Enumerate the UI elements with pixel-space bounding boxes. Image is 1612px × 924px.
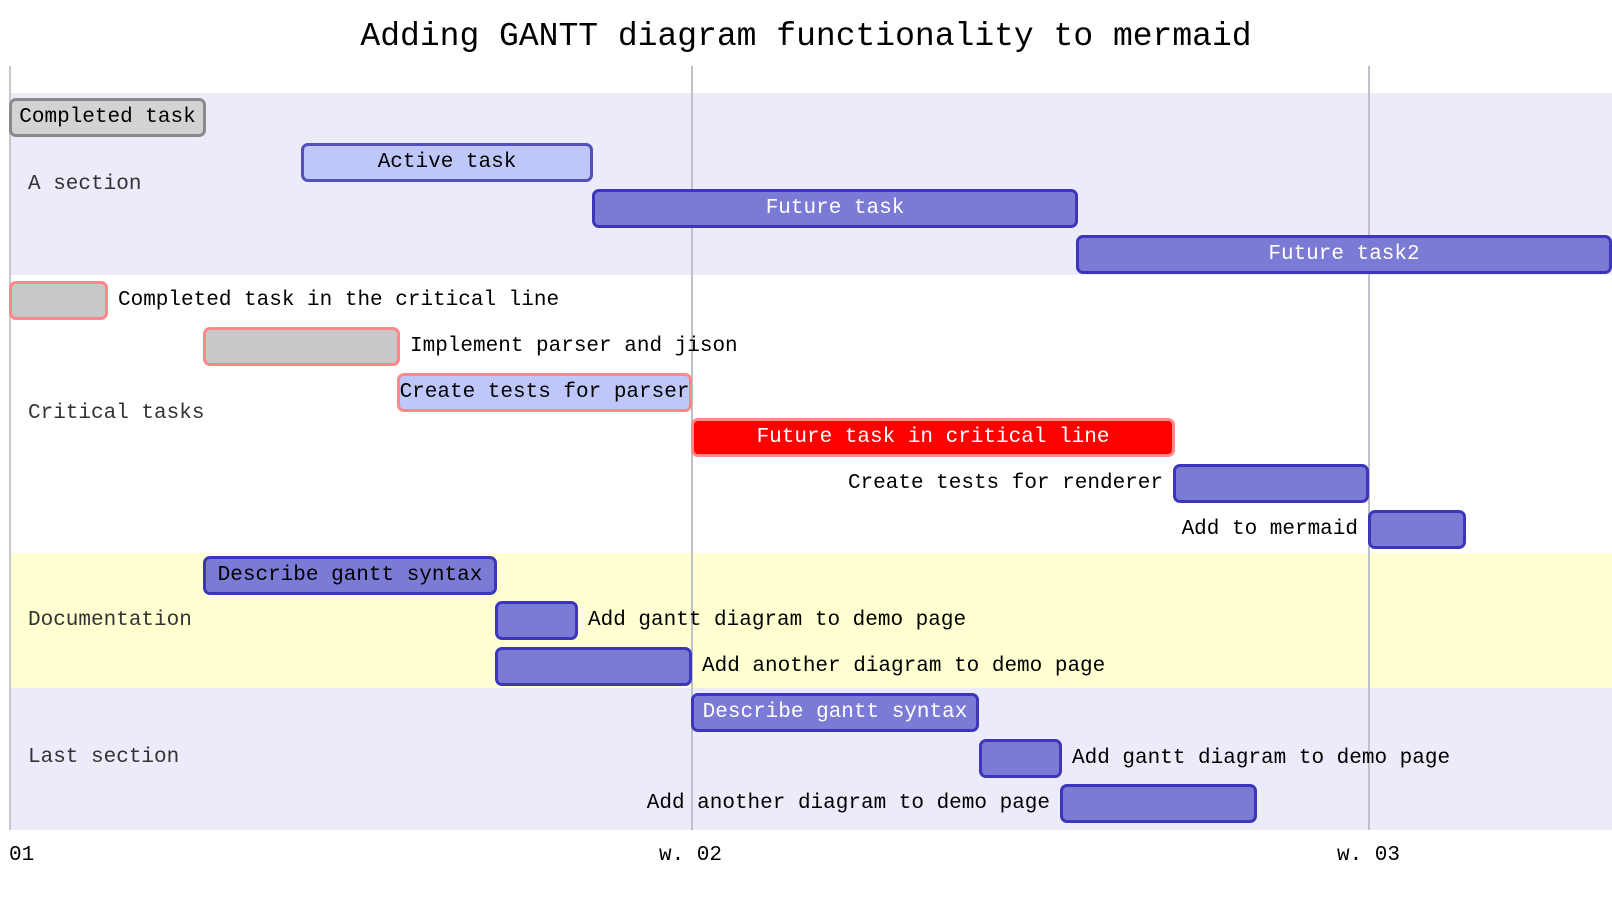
grid-line-0: [9, 66, 11, 830]
section-title-documentation: Documentation: [28, 609, 192, 632]
task-label: Describe gantt syntax: [217, 564, 483, 587]
task-bar-completed-task[interactable]: Completed task: [9, 98, 206, 137]
task-label-completed-task-in-the-critical-line: Completed task in the critical line: [118, 289, 560, 312]
task-bar-create-tests-for-renderer[interactable]: [1173, 464, 1369, 503]
task-label: Future task2: [1268, 243, 1420, 266]
task-label-create-tests-for-renderer: Create tests for renderer: [847, 472, 1163, 495]
task-label: Create tests for parser: [399, 381, 690, 404]
page-title: Adding GANTT diagram functionality to me…: [360, 18, 1252, 55]
task-bar-add-gantt-diagram-to-demo-page[interactable]: [495, 601, 578, 640]
task-label: Completed task: [19, 106, 196, 129]
grid-line-2: [1368, 66, 1370, 830]
task-label-add-another-diagram-to-demo-page: Add another diagram to demo page: [702, 655, 1106, 678]
task-bar-future-task2[interactable]: Future task2: [1076, 235, 1612, 274]
task-bar-active-task[interactable]: Active task: [301, 143, 593, 182]
section-title-critical-tasks: Critical tasks: [28, 402, 205, 425]
axis-tick-w-02: w. 02: [659, 844, 723, 867]
task-label-add-gantt-diagram-to-demo-page: Add gantt diagram to demo page: [1072, 747, 1451, 770]
task-bar-future-task[interactable]: Future task: [592, 189, 1078, 228]
task-bar-create-tests-for-parser[interactable]: Create tests for parser: [397, 373, 692, 412]
task-bar-future-task-in-critical-line[interactable]: Future task in critical line: [691, 418, 1175, 457]
section-title-last-section: Last section: [28, 746, 180, 769]
task-label-implement-parser-and-jison: Implement parser and jison: [410, 335, 738, 358]
task-bar-describe-gantt-syntax[interactable]: Describe gantt syntax: [691, 693, 979, 732]
task-label: Describe gantt syntax: [702, 701, 968, 724]
axis-tick-w-03: w. 03: [1337, 844, 1401, 867]
task-bar-completed-task-in-the-critical-line[interactable]: [9, 281, 108, 320]
section-band-critical-tasks: [9, 275, 1612, 553]
task-label-add-another-diagram-to-demo-page: Add another diagram to demo page: [646, 792, 1050, 815]
axis-tick-01: 01: [9, 844, 35, 867]
task-bar-add-another-diagram-to-demo-page[interactable]: [1060, 784, 1257, 823]
task-bar-add-another-diagram-to-demo-page[interactable]: [495, 647, 692, 686]
task-label: Future task: [765, 197, 905, 220]
task-label-add-gantt-diagram-to-demo-page: Add gantt diagram to demo page: [588, 609, 967, 632]
section-title-a-section: A section: [28, 173, 142, 196]
task-label: Active task: [377, 151, 517, 174]
task-bar-describe-gantt-syntax[interactable]: Describe gantt syntax: [203, 556, 497, 595]
task-bar-add-to-mermaid[interactable]: [1368, 510, 1466, 549]
task-label: Future task in critical line: [756, 426, 1110, 449]
task-bar-add-gantt-diagram-to-demo-page[interactable]: [979, 739, 1062, 778]
task-bar-implement-parser-and-jison[interactable]: [203, 327, 400, 366]
task-label-add-to-mermaid: Add to mermaid: [1181, 518, 1358, 541]
